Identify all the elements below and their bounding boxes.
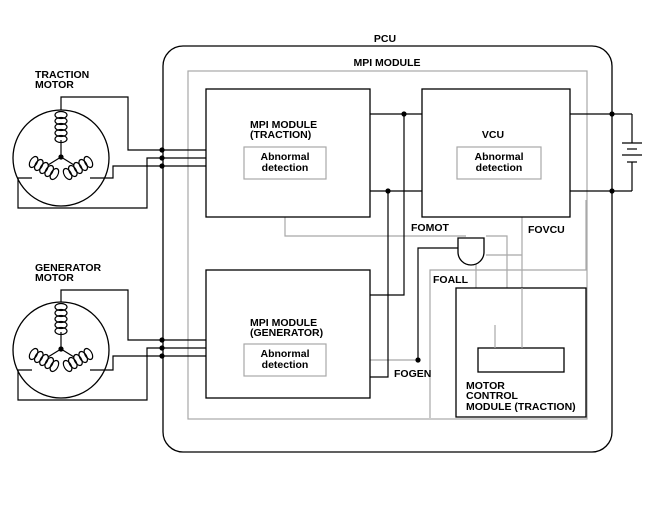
pcu-label: PCU xyxy=(374,33,396,45)
mpi-module-enclosure xyxy=(187,70,588,420)
fogen-label: FOGEN xyxy=(394,368,431,380)
abnormal-detection-traction xyxy=(243,146,327,180)
traction-coil-top-icon xyxy=(54,110,68,144)
mpi-module-label: MPI MODULE xyxy=(353,57,420,69)
traction-motor-label-2: MOTOR xyxy=(35,79,74,91)
dc-bus-wiring xyxy=(370,113,633,378)
abnormal-vcu-line2: detection xyxy=(476,162,523,174)
abnormal-traction-line1: Abnormal xyxy=(260,151,309,163)
traction-motor xyxy=(12,96,206,209)
mcm-label-2: CONTROL xyxy=(466,390,518,402)
mpi-generator-label-1: MPI MODULE xyxy=(250,317,317,329)
generator-motor-label-2: MOTOR xyxy=(35,272,74,284)
generator-motor xyxy=(12,289,206,401)
fovcu-label: FOVCU xyxy=(528,224,565,236)
traction-coil-left-icon xyxy=(28,155,60,181)
abnormal-detection-generator xyxy=(243,343,327,377)
generator-coil-left-icon xyxy=(28,347,60,373)
battery-icon xyxy=(622,142,642,163)
motor-control-inner-block xyxy=(477,347,565,373)
mpi-generator-label-2: (GENERATOR) xyxy=(250,327,323,339)
generator-coil-top-icon xyxy=(54,302,68,336)
pcu-enclosure xyxy=(162,45,613,453)
traction-motor-label-1: TRACTION xyxy=(35,69,89,81)
abnormal-generator-line1: Abnormal xyxy=(260,348,309,360)
foall-gate xyxy=(457,237,485,266)
abnormal-traction-line2: detection xyxy=(262,162,309,174)
fomot-label: FOMOT xyxy=(411,222,449,234)
mpi-traction-label-1: MPI MODULE xyxy=(250,119,317,131)
mpi-traction-label-2: (TRACTION) xyxy=(250,129,311,141)
generator-coil-right-icon xyxy=(62,347,94,373)
vcu-label: VCU xyxy=(482,129,504,141)
abnormal-detection-vcu xyxy=(456,146,542,180)
abnormal-vcu-line1: Abnormal xyxy=(474,151,523,163)
abnormal-generator-line2: detection xyxy=(262,359,309,371)
mcm-label-1: MOTOR xyxy=(466,380,505,392)
mcm-label-3: MODULE (TRACTION) xyxy=(466,401,576,413)
generator-motor-label-1: GENERATOR xyxy=(35,262,102,274)
foall-label: FOALL xyxy=(433,274,469,286)
mpi-module-generator xyxy=(205,269,371,399)
traction-coil-right-icon xyxy=(62,155,94,181)
